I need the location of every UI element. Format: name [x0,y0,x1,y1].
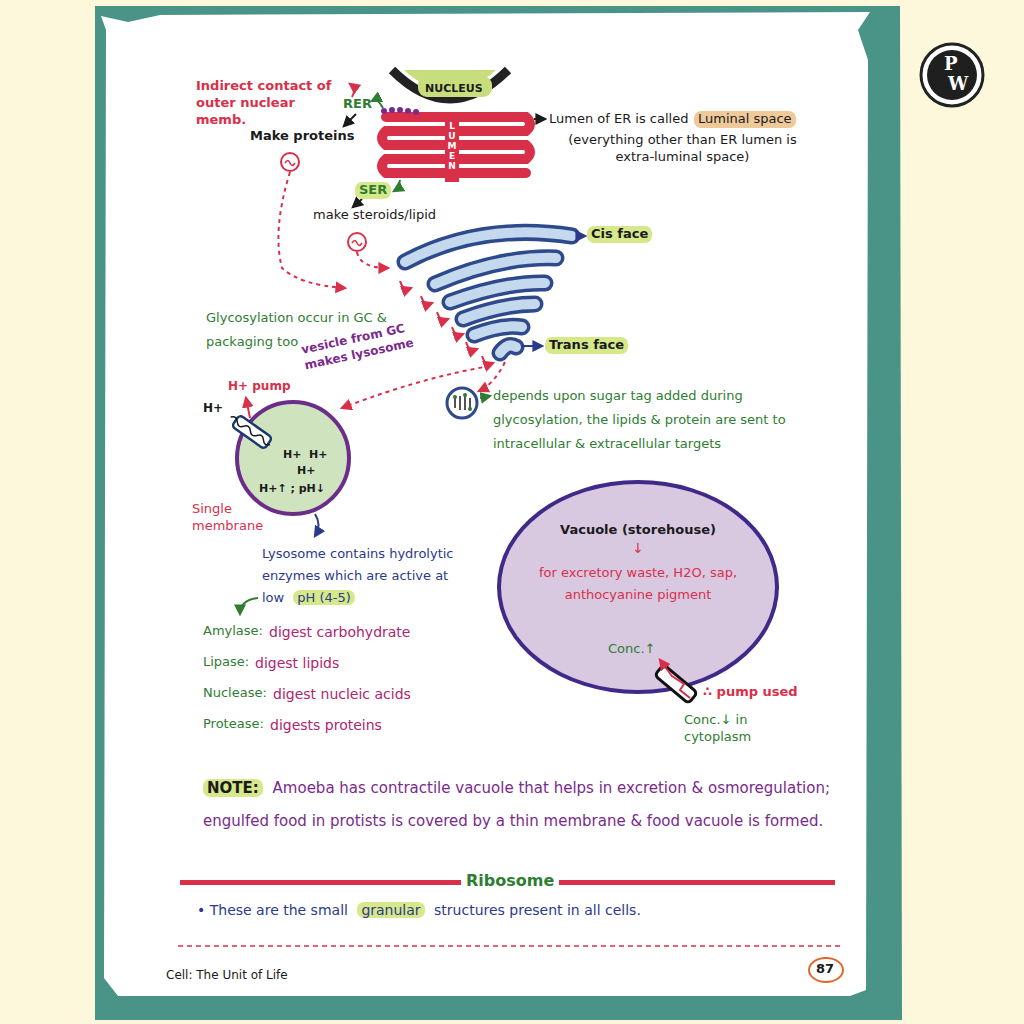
annotation-label: depends upon sugar tag added during glyc… [493,384,813,456]
node-text: NUCLEUS [425,82,483,95]
logo-letter: W [948,72,968,95]
annotation-label: ∴ pump used [703,684,798,701]
node-text: Conc.↑ [608,641,655,656]
node-text: for excretory waste, H2O, sap, anthocyan… [531,562,745,606]
node-text: H+↑ ; pH↓ [259,482,325,495]
annotation-label: RER [343,96,372,113]
annotation-label: digest lipids [255,654,339,672]
lysosome-circle: H+ H+ H+ H+↑ ; pH↓ [235,400,351,516]
nucleus-shape: NUCLEUS [418,76,492,97]
logo-letter: P [944,52,958,75]
annotation-label: Cell: The Unit of Life [166,968,288,984]
annotation-label: digest nucleic acids [273,685,411,703]
annotation-label: make steroids/lipid [313,207,436,224]
annotation-label: Lumen of ER is called [549,111,688,128]
annotation-label: Lipase: [203,654,249,671]
annotation-label: Nuclease: [203,685,267,702]
annotation-label: Amoeba has contractile vacuole that help… [203,779,830,830]
page-number: 87 [816,961,834,978]
node-text: LUMEN [448,122,457,171]
node-text: H+ [283,448,301,461]
text-group: • These are the small granular structure… [197,902,837,918]
annotation-label: Conc.↓ in cytoplasm [684,712,782,746]
annotation-label: (everything other than ER lumen is extra… [560,132,805,166]
annotation-label: H+ pump [228,379,291,395]
annotation-label: Indirect contact of outer nuclear memb. [196,78,348,129]
annotation-label: Single membrane [192,501,264,535]
annotation-label: H+ [203,401,223,417]
highlight-label: Trans face [545,337,628,354]
annotation-label: Amylase: [203,623,263,640]
highlight-label: granular [357,902,424,918]
node-text: H+ [297,464,315,477]
node-text: H+ [309,448,327,461]
highlight-label: pH (4-5) [293,590,355,605]
highlight-label: SER [355,182,391,199]
text-group: NOTE: Amoeba has contractile vacuole tha… [203,772,835,838]
annotation-label: • These are the small [197,902,348,918]
vacuole-ellipse: Vacuole (storehouse) ↓ for excretory waste… [497,480,779,694]
er-lumen: LUMEN [445,112,459,182]
section-heading: Ribosome [461,871,559,892]
highlight-label: NOTE: [203,779,263,797]
annotation-label: Protease: [203,716,264,733]
annotation-label: structures present in all cells. [434,902,641,918]
text-group: Lysosome contains hydrolytic enzymes whi… [262,543,477,609]
node-text: Vacuole (storehouse) [501,522,775,537]
annotation-label: digests proteins [270,716,382,734]
annotation-label: Lysosome contains hydrolytic enzymes whi… [262,546,454,605]
node-text: ↓ [501,540,775,556]
annotation-label: digest carbohydrate [269,623,410,641]
annotation-label: Make proteins [250,128,354,145]
highlight-label: Cis face [587,226,652,243]
highlight-label: Luminal space [694,111,796,128]
